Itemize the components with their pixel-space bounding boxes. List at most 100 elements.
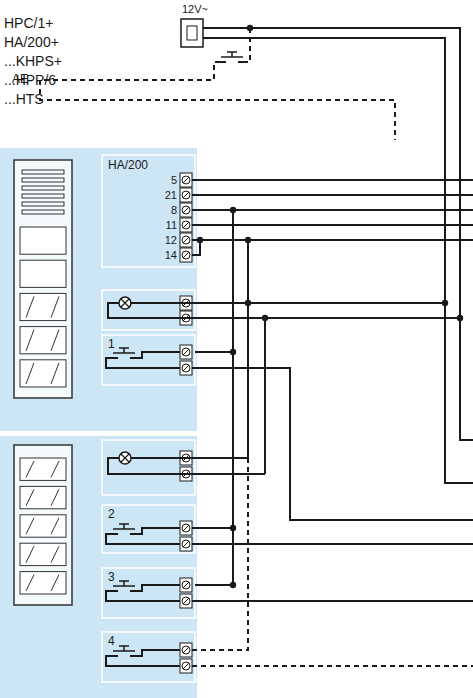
- screw-terminal: [180, 643, 192, 657]
- button-module-box: 1: [102, 335, 195, 385]
- button-row: [20, 486, 66, 508]
- contact-stub: [130, 533, 136, 535]
- device-frame: [14, 445, 72, 605]
- device-group: [14, 445, 72, 605]
- speaker-slot: [22, 202, 64, 206]
- screw-terminal: [180, 188, 192, 202]
- screw-terminal: [180, 578, 192, 592]
- button-module: [106, 521, 192, 551]
- terminal-screw: [182, 581, 190, 589]
- pushbutton-symbol: [112, 581, 136, 591]
- screw-terminal: [180, 248, 192, 262]
- terminal-body: [180, 345, 192, 359]
- screw-terminal: [180, 218, 192, 232]
- lamp-bulb: [119, 452, 131, 464]
- wire: [192, 527, 233, 529]
- terminal-slot: [183, 237, 189, 243]
- wire: [40, 62, 395, 140]
- button-slash: [26, 518, 59, 534]
- wire: [247, 240, 249, 458]
- screw-terminal: [180, 521, 192, 535]
- lamp-symbol: [108, 451, 192, 481]
- terminal-body: [180, 203, 192, 217]
- terminal-body: [180, 361, 192, 375]
- terminal-screw: [182, 206, 190, 214]
- signal-name: AE: [12, 72, 28, 86]
- contact-stub: [130, 357, 136, 359]
- terminal-body: [180, 537, 192, 551]
- speaker-slot: [22, 178, 64, 182]
- wire: [131, 302, 180, 304]
- terminal-screw: [182, 364, 190, 372]
- terminal-screw: [182, 191, 190, 199]
- junction-dot: [245, 300, 251, 306]
- terminal-body: [180, 643, 192, 657]
- button-number: 4: [108, 634, 115, 648]
- button-number: 3: [108, 570, 115, 584]
- speaker-slot: [22, 170, 64, 174]
- module-ground: [102, 290, 195, 330]
- button-row: [20, 515, 66, 537]
- contact-stub: [112, 655, 118, 657]
- terminal-slot: [183, 349, 189, 355]
- wire: [203, 28, 473, 440]
- button-row: [20, 458, 66, 480]
- pin-number: 11: [166, 218, 177, 232]
- button-row: [20, 293, 66, 320]
- button-cap: [119, 580, 129, 582]
- pushbutton-symbol: [220, 52, 244, 62]
- screw-terminal: [180, 361, 192, 375]
- button-cap: [119, 347, 129, 349]
- screw-terminal: [180, 233, 192, 247]
- module-ground: [102, 505, 195, 553]
- module-ground: [102, 568, 195, 618]
- terminal-slot: [183, 207, 189, 213]
- contact-stub: [220, 61, 226, 63]
- terminal-slot: [183, 222, 189, 228]
- speaker-slot: [22, 194, 64, 198]
- terminal-slot: [183, 525, 189, 531]
- model-list: HPC/1+: [4, 16, 53, 30]
- transformer-body: [181, 19, 203, 47]
- contact-stub: [112, 357, 118, 359]
- button-row: [20, 227, 66, 254]
- panel-ground: [0, 148, 197, 431]
- terminal-slot: [183, 192, 189, 198]
- wire: [203, 38, 473, 483]
- button-number: 2: [108, 507, 115, 521]
- terminal-screw: [182, 646, 190, 654]
- model-list: ...HPP/6: [4, 73, 56, 87]
- button-row: [20, 260, 66, 287]
- lamp-symbol: [108, 296, 192, 325]
- terminal-screw: [182, 251, 190, 259]
- device-group: [14, 160, 72, 398]
- wire: [136, 528, 180, 534]
- terminal-body: [180, 188, 192, 202]
- model-list: ...HTS: [4, 92, 44, 106]
- terminal-slot: [183, 598, 189, 604]
- button-row: [20, 327, 66, 354]
- panel-ground: [0, 436, 197, 698]
- wire: [106, 591, 180, 601]
- terminal-screw: [182, 662, 190, 670]
- pin-number: 21: [165, 188, 177, 202]
- module-ground: [102, 335, 195, 385]
- pushbutton-symbol: [112, 348, 136, 358]
- button-module: [106, 643, 192, 673]
- screw-terminal: [180, 173, 192, 187]
- model-list: HA/200+: [4, 35, 59, 49]
- wire: [131, 457, 180, 459]
- button-number: 1: [108, 337, 115, 351]
- model-list: ...KHPS+: [4, 54, 62, 68]
- transformer-symbol: [181, 19, 203, 47]
- wire: [106, 358, 180, 368]
- pin-number: 5: [171, 173, 177, 187]
- lamp-bulb: [119, 297, 131, 309]
- junction-dot: [197, 237, 203, 243]
- wire: [192, 179, 473, 181]
- screw-terminal: [180, 659, 192, 673]
- wire: [192, 600, 473, 602]
- wiring: [40, 25, 473, 673]
- terminal-body: [180, 173, 192, 187]
